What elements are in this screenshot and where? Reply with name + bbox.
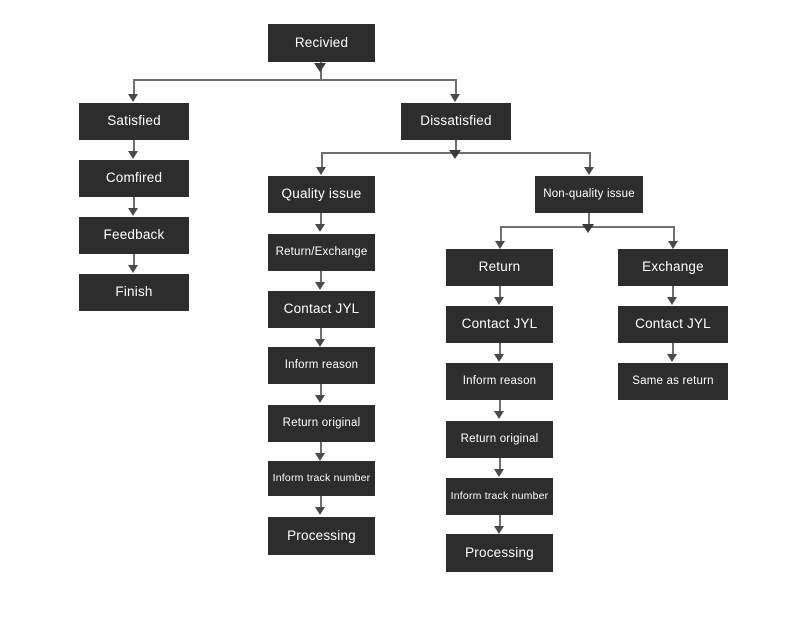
arrow-quality-track-to-processing [315,507,325,515]
connector-dissatisfied-to-quality [321,152,323,169]
arrow-return-exchange-to-contact [315,282,325,290]
arrow-nonquality-center [582,224,594,233]
node-dissatisfied[interactable]: Dissatisfied [401,103,511,140]
connector-exchange-contact-to-same [672,343,674,355]
node-return-processing[interactable]: Processing [446,534,553,572]
node-return-inform-track-number[interactable]: Inform track number [446,478,553,515]
node-feedback[interactable]: Feedback [79,217,189,254]
node-quality-processing[interactable]: Processing [268,517,375,555]
arrow-dissatisfied-to-nonquality [584,167,594,175]
connector-recivied-to-dissatisfied [455,79,457,96]
arrow-quality-reason-to-original [315,395,325,403]
arrow-quality-original-to-track [315,453,325,461]
node-exchange-same-as-return[interactable]: Same as return [618,363,728,400]
arrow-quality-contact-to-reason [315,339,325,347]
connector-recivied-bus [133,79,456,81]
connector-return-contact-to-reason [499,343,501,355]
arrow-nonquality-to-exchange [668,241,678,249]
node-finish[interactable]: Finish [79,274,189,311]
node-non-quality-issue[interactable]: Non-quality issue [535,176,643,213]
arrow-comfired-feedback [128,208,138,216]
connector-nonquality-stem [588,213,590,227]
arrow-feedback-finish [128,265,138,273]
node-return[interactable]: Return [446,249,553,286]
node-return-inform-reason[interactable]: Inform reason [446,363,553,400]
connector-quality-track-to-processing [320,496,322,508]
arrow-return-to-contact [494,297,504,305]
node-exchange-contact-jyl[interactable]: Contact JYL [618,306,728,343]
connector-quality-reason-to-original [320,384,322,396]
connector-comfired-feedback [133,197,135,209]
arrow-exchange-contact-to-same [667,354,677,362]
node-quality-contact-jyl[interactable]: Contact JYL [268,291,375,328]
connector-return-exchange-to-contact [320,271,322,283]
arrow-recivied-center [314,63,326,72]
connector-dissatisfied-stem [455,140,457,152]
arrow-nonquality-to-return [495,241,505,249]
node-quality-inform-reason[interactable]: Inform reason [268,347,375,384]
arrow-return-contact-to-reason [494,354,504,362]
arrow-recivied-to-dissatisfied [450,94,460,102]
node-quality-issue[interactable]: Quality issue [268,176,375,213]
arrow-exchange-to-contact [667,297,677,305]
arrow-dissatisfied-center [449,150,461,159]
connector-quality-original-to-track [320,442,322,454]
arrow-satisfied-comfired [128,151,138,159]
node-comfired[interactable]: Comfired [79,160,189,197]
arrow-dissatisfied-to-quality [316,167,326,175]
connector-return-to-contact [499,286,501,298]
connector-satisfied-comfired [133,140,135,152]
node-quality-return-original[interactable]: Return original [268,405,375,442]
connector-return-original-to-track [499,458,501,470]
connector-return-track-to-processing [499,515,501,527]
arrow-return-reason-to-original [494,411,504,419]
arrow-return-original-to-track [494,469,504,477]
node-return-contact-jyl[interactable]: Contact JYL [446,306,553,343]
arrow-quality-to-return-exchange [315,224,325,232]
connector-quality-contact-to-reason [320,328,322,340]
connector-dissatisfied-to-nonquality [589,152,591,169]
node-satisfied[interactable]: Satisfied [79,103,189,140]
arrow-return-track-to-processing [494,526,504,534]
node-recivied[interactable]: Recivied [268,24,375,62]
node-quality-inform-track-number[interactable]: Inform track number [268,461,375,496]
connector-recivied-to-satisfied [133,79,135,96]
node-exchange[interactable]: Exchange [618,249,728,286]
connector-nonquality-to-return [500,226,502,243]
connector-nonquality-to-exchange [673,226,675,243]
node-return-return-original[interactable]: Return original [446,421,553,458]
connector-return-reason-to-original [499,400,501,412]
connector-feedback-finish [133,254,135,266]
connector-quality-to-return-exchange [320,213,322,225]
connector-exchange-to-contact [672,286,674,298]
arrow-recivied-to-satisfied [128,94,138,102]
node-return-exchange[interactable]: Return/Exchange [268,234,375,271]
